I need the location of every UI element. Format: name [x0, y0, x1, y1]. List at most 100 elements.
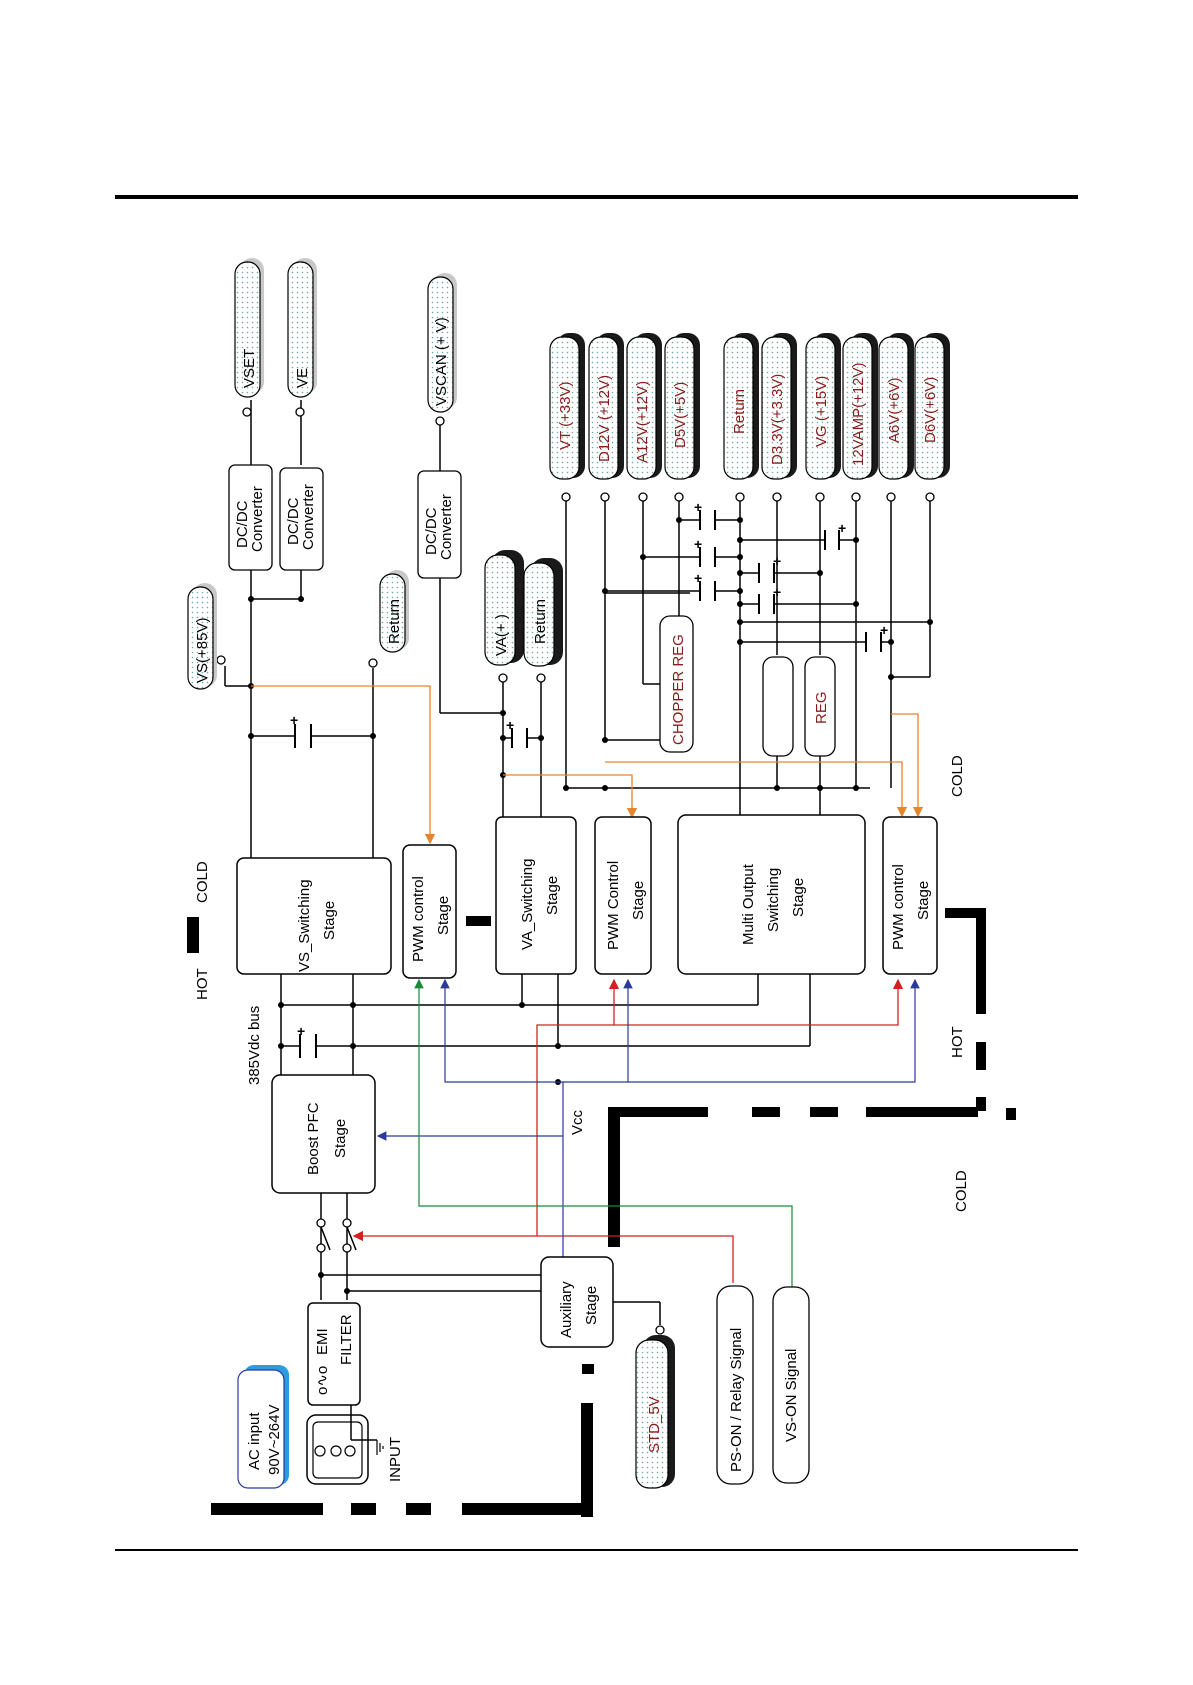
output-d5v-label: D5V(+5V)	[672, 382, 689, 448]
svg-text:+: +	[838, 520, 846, 536]
output-a12v: A12V(+12V)	[626, 333, 662, 480]
terminal-vset: VSET	[234, 258, 264, 398]
svg-text:+: +	[880, 622, 888, 638]
output-return-label: Return	[731, 389, 748, 434]
vs-switching-block: VS_Switching Stage	[236, 857, 392, 975]
multi-output-line2: Switching	[765, 868, 782, 932]
relay-switch	[320, 1226, 357, 1251]
auxiliary-line1: Auxiliary	[558, 1281, 575, 1338]
dcdc2-line1: DC/DC	[285, 497, 302, 545]
pwm3-line2: Stage	[915, 881, 932, 920]
emi-filter-block: EMI FILTER o∿o	[307, 1302, 361, 1406]
output-a12v-label: A12V(+12V)	[634, 381, 651, 463]
svg-text:+: +	[773, 584, 781, 600]
auxiliary-line2: Stage	[583, 1286, 600, 1325]
emi-filter-line1: EMI	[314, 1328, 331, 1355]
zone-hot-left: HOT	[194, 968, 211, 1000]
boost-pfc-block: Boost PFC Stage	[271, 1074, 376, 1194]
dcdc-converter-2: DC/DC Converter	[279, 467, 324, 571]
dcdc1-line2: Converter	[249, 486, 266, 552]
auxiliary-block: Auxiliary Stage	[540, 1256, 614, 1348]
va-switching-block: VA_Switching Stage	[495, 816, 577, 975]
blue-vcc-lines	[376, 978, 920, 1257]
vs-on-label: VS-ON Signal	[783, 1349, 800, 1442]
output-d12v-label: D12V (+12V)	[596, 375, 613, 462]
zone-cold-bottom: COLD	[953, 1170, 970, 1212]
terminal-return-vs: Return	[379, 570, 409, 653]
wiring	[224, 400, 931, 1441]
svg-text:+: +	[694, 570, 702, 586]
output-d33v-label: D3.3V(+3.3V)	[769, 374, 786, 465]
return-vs-label: Return	[386, 599, 403, 644]
capacitors	[294, 510, 882, 1058]
std5v-label: STD_5V	[646, 1396, 663, 1453]
zone-cold-right: COLD	[949, 755, 966, 797]
output-vt: VT (+33V)	[549, 333, 585, 480]
capacitor-polarity-marks: +++ +++ ++++	[290, 499, 888, 1039]
output-vt-label: VT (+33V)	[557, 381, 574, 450]
ac-symbol-icon: o∿o	[314, 1366, 331, 1395]
terminal-std5v: STD_5V	[635, 1335, 675, 1489]
input-label: INPUT	[387, 1437, 404, 1482]
vset-label: VSET	[241, 349, 258, 388]
reg-block: REG	[804, 656, 836, 757]
vs-switching-line1: VS_Switching	[296, 879, 313, 972]
output-return: Return	[723, 333, 759, 480]
pwm2-line1: PWM Control	[605, 861, 622, 950]
svg-text:+: +	[297, 1023, 305, 1039]
ac-input-line1: AC input	[246, 1412, 263, 1470]
dcdc1-line1: DC/DC	[234, 500, 251, 548]
output-d5v: D5V(+5V)	[664, 333, 700, 480]
terminal-vs85: VS(+85V)	[187, 583, 217, 690]
terminal-va: VA(+ )	[484, 550, 524, 666]
green-vs-on-line	[414, 978, 793, 1287]
terminal-vscan: VSCAN (+ V)	[427, 273, 457, 413]
pwm1-line1: PWM control	[410, 876, 427, 962]
ps-on-label: PS-ON / Relay Signal	[728, 1328, 745, 1472]
boost-pfc-line1: Boost PFC	[305, 1102, 322, 1175]
zone-hot-right: HOT	[949, 1026, 966, 1058]
terminal-vs-on: VS-ON Signal	[772, 1286, 810, 1484]
unlabeled-regulator	[762, 656, 794, 757]
boost-pfc-line2: Stage	[332, 1119, 349, 1158]
multi-output-line1: Multi Output	[740, 863, 757, 945]
zone-cold-top: COLD	[194, 861, 211, 903]
terminal-ve: VE	[287, 258, 317, 398]
input-connector	[306, 1414, 384, 1485]
red-ps-on-lines	[352, 978, 904, 1283]
output-vg: VG (+15V)	[805, 333, 841, 480]
output-12vamp: 12VAMP(+12V)	[842, 333, 878, 480]
output-d12v: D12V (+12V)	[588, 333, 624, 480]
svg-text:+: +	[506, 717, 514, 733]
dcdc3-line1: DC/DC	[423, 507, 440, 555]
output-d6v-label: D6V(+6V)	[922, 377, 939, 443]
pwm2-line2: Stage	[630, 881, 647, 920]
pwm1-line2: Stage	[435, 896, 452, 935]
ac-input-line2: 90V~264V	[266, 1405, 283, 1475]
output-a6v: A6V(+6V)	[878, 333, 914, 480]
terminal-ps-on: PS-ON / Relay Signal	[716, 1285, 754, 1485]
vs-switching-line2: Stage	[321, 901, 338, 940]
output-d33v: D3.3V(+3.3V)	[761, 333, 797, 480]
bus-label: 385Vdc bus	[246, 1006, 263, 1085]
terminal-circles	[216, 407, 935, 1335]
pwm-control-block-2: PWM Control Stage	[594, 816, 652, 975]
reg-label: REG	[813, 691, 830, 724]
dcdc2-line2: Converter	[300, 484, 317, 550]
dcdc-converter-3: DC/DC Converter	[417, 470, 462, 579]
output-vg-label: VG (+15V)	[813, 376, 830, 447]
junction-dots	[248, 517, 933, 1294]
va-switching-line2: Stage	[544, 876, 561, 915]
output-12vamp-label: 12VAMP(+12V)	[850, 362, 867, 466]
header-rule	[115, 195, 1078, 199]
svg-text:+: +	[694, 536, 702, 552]
vcc-label: Vcc	[569, 1109, 586, 1135]
pwm-control-block-1: PWM control Stage	[402, 844, 457, 979]
pwm3-line1: PWM control	[890, 864, 907, 950]
orange-feedback-lines	[251, 685, 924, 845]
dcdc-converter-1: DC/DC Converter	[228, 464, 273, 571]
chopper-reg-block: CHOPPER REG	[659, 615, 694, 753]
footer-rule	[115, 1549, 1078, 1551]
pwm-control-block-3: PWM control Stage	[882, 816, 938, 975]
